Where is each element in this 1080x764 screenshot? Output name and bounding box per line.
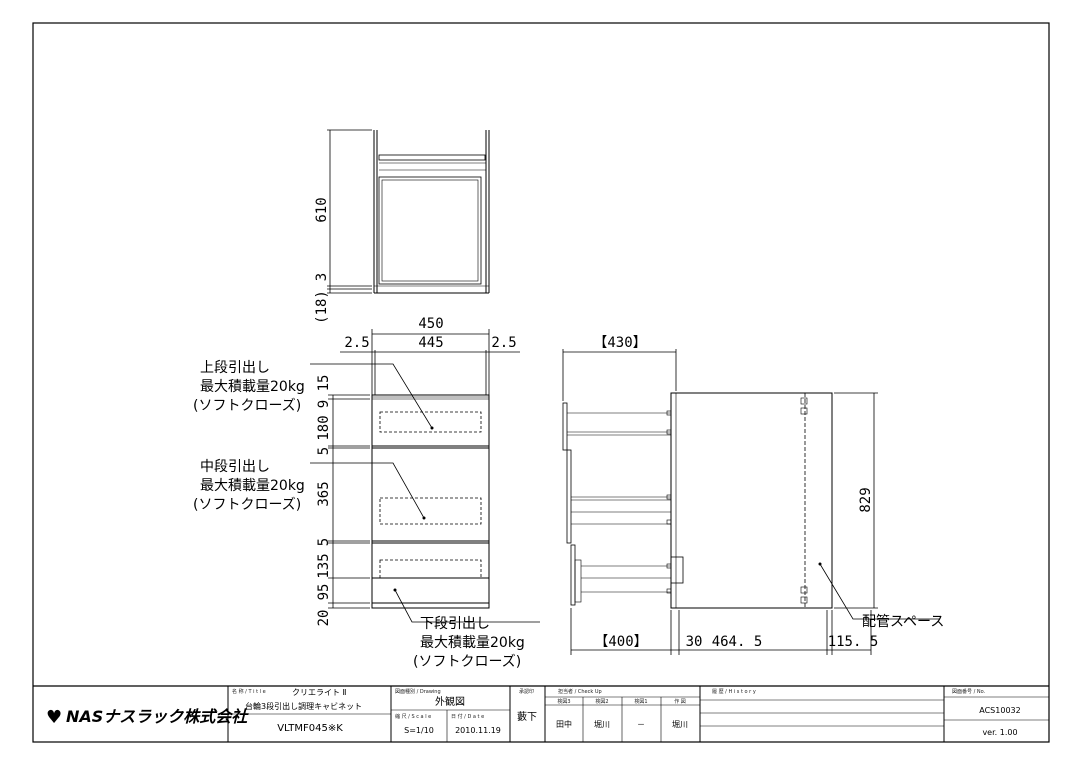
check-head-1: 検図1 [634, 698, 647, 705]
scale-value: S=1/10 [404, 726, 434, 735]
dim-5-upper: 5 [316, 447, 332, 455]
top-view [373, 130, 490, 294]
label-middle-drawer-2: 最大積載量20kg [200, 478, 305, 494]
dim-400-bracket: 【400】 [594, 634, 647, 650]
dim-2-5-right: 2.5 [491, 335, 516, 351]
scale-caption: 縮 尺 / S c a l e [395, 713, 431, 720]
front-view [371, 394, 490, 609]
side-view [562, 392, 833, 609]
check-head-2: 検図2 [595, 698, 608, 705]
drawing-no-caption: 図面番号 / No. [952, 688, 986, 695]
dim-365: 365 [316, 481, 332, 506]
dim-18: (18) [314, 290, 330, 324]
dim-15: 15 [316, 375, 332, 392]
side-view-dims [562, 349, 878, 655]
label-middle-drawer-1: 中段引出し [200, 459, 270, 475]
drawing-type-caption: 図面種別 / Drawing [395, 688, 441, 695]
company-logo: NASナスラック株式会社 [66, 707, 249, 726]
dim-464-5: 464. 5 [712, 634, 763, 650]
label-upper-drawer-1: 上段引出し [200, 360, 270, 376]
logo-icon: ♥ [46, 707, 62, 728]
history-caption: 履 歴 / H i s t o r y [712, 689, 756, 695]
dim-135: 135 [316, 553, 332, 578]
product-series: クリエライト Ⅱ [292, 688, 347, 697]
label-lower-drawer-2: 最大積載量20kg [420, 635, 525, 651]
approver-name: 藪下 [517, 710, 537, 723]
product-name: 台輪3段引出し調理キャビネット [245, 701, 362, 711]
checkup-caption: 担当者 / Check Up [558, 688, 602, 695]
check-name-drafter: 堀川 [672, 720, 688, 729]
label-upper-drawer-2: 最大積載量20kg [200, 379, 305, 395]
drawing-type: 外観図 [435, 695, 465, 708]
title-block-lines [33, 685, 1049, 742]
check-name-3: 田中 [556, 719, 572, 729]
label-pipe-space: 配管スペース [862, 614, 944, 630]
label-lower-drawer-1: 下段引出し [420, 616, 490, 632]
dim-180: 180 [316, 415, 332, 440]
check-head-3: 検図3 [557, 698, 570, 705]
dim-115-5: 115. 5 [828, 634, 879, 650]
approver-caption: 承認印 [519, 688, 534, 695]
dim-610: 610 [314, 197, 330, 222]
drawing-number: ACS10032 [979, 706, 1020, 715]
label-lower-drawer-3: (ソフトクローズ) [413, 654, 521, 670]
dim-3: 3 [314, 273, 330, 281]
check-head-drafter: 作 図 [674, 698, 686, 705]
dim-450: 450 [418, 316, 443, 332]
sheet-border [32, 22, 1050, 743]
dim-829: 829 [858, 487, 874, 512]
date-caption: 日 付 / D a t e [451, 713, 484, 720]
label-middle-drawer-3: (ソフトクローズ) [193, 497, 301, 513]
dim-9: 9 [316, 400, 332, 408]
top-view-dims [327, 129, 372, 294]
check-name-1: － [637, 720, 645, 729]
version-number: ver. 1.00 [982, 728, 1017, 737]
leaders [310, 363, 940, 623]
front-view-dims-horizontal [340, 329, 520, 395]
dim-2-5-left: 2.5 [344, 335, 369, 351]
dim-430-bracket: 【430】 [593, 335, 646, 351]
title-caption: 名 称 / T i t l e [232, 688, 266, 695]
label-upper-drawer-3: (ソフトクローズ) [193, 398, 301, 414]
check-name-2: 堀川 [594, 720, 610, 729]
front-view-dims-vertical [328, 394, 370, 609]
dim-445: 445 [418, 335, 443, 351]
product-model: VLTMF045※K [277, 723, 343, 734]
dim-5-lower: 5 [316, 538, 332, 546]
leader-dots [393, 426, 822, 592]
dim-95: 95 [316, 584, 332, 601]
dim-20: 20 [316, 610, 332, 627]
date-value: 2010.11.19 [455, 726, 501, 735]
dim-30: 30 [686, 634, 703, 650]
